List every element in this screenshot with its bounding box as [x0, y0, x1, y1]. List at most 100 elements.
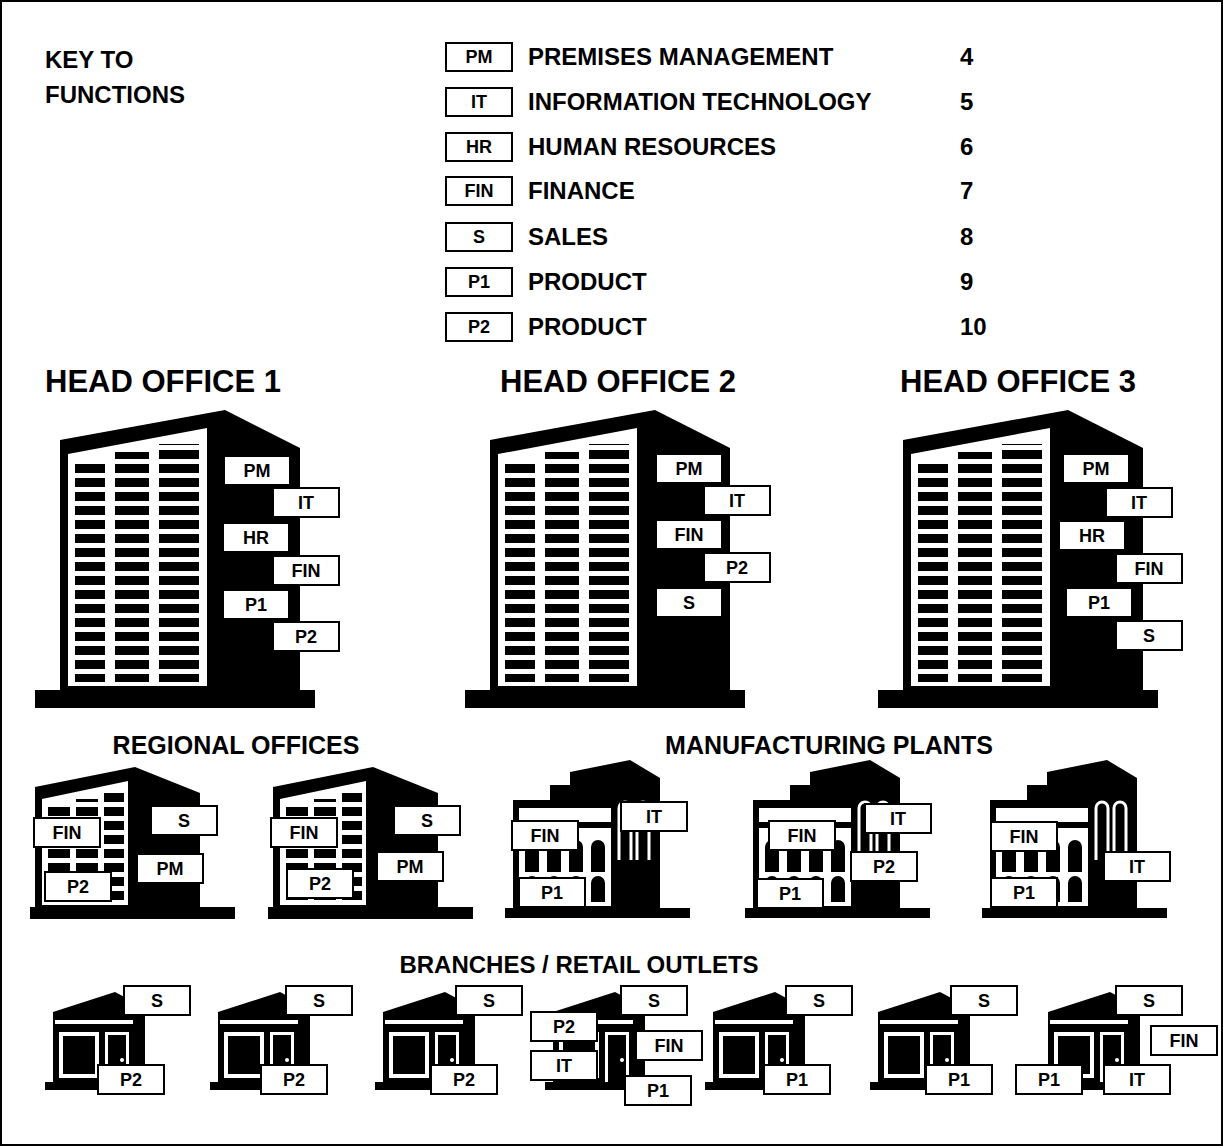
- function-code: S: [648, 991, 660, 1011]
- function-tag: IT: [620, 801, 688, 832]
- function-tag: FIN: [270, 817, 338, 848]
- function-code: P2: [120, 1070, 142, 1090]
- function-name: INFORMATION TECHNOLOGY: [528, 87, 872, 117]
- function-tag: S: [1115, 985, 1183, 1016]
- function-tag: S: [150, 805, 218, 836]
- function-code: IT: [556, 1056, 572, 1076]
- function-code: P2: [67, 877, 89, 897]
- regional-office-building: [30, 767, 235, 919]
- function-code: PM: [157, 859, 184, 879]
- label-slot: 5: [960, 87, 973, 117]
- function-code: FIN: [531, 826, 560, 846]
- group-heading: MANUFACTURING PLANTS: [665, 731, 993, 760]
- function-tag: S: [950, 985, 1018, 1016]
- head-office: PMIT FIN P2S HEAD OFFICE 2: [460, 362, 780, 712]
- function-number: 10: [960, 312, 987, 342]
- function-tag: IT: [272, 487, 340, 518]
- function-tag: IT: [530, 1050, 598, 1081]
- function-tag: P1: [763, 1064, 831, 1095]
- site-group: FINITP1FINITP2P1FINITP1MANUFACTURING PLA…: [500, 728, 1200, 923]
- function-code: FIN: [1010, 827, 1039, 847]
- head-office: PMITHRFINP1P2HEAD OFFICE 1: [30, 362, 350, 712]
- key-code-box: HR: [445, 132, 513, 162]
- function-code: S: [313, 991, 325, 1011]
- function-tag: P1: [624, 1075, 692, 1106]
- function-tag: P2: [286, 868, 354, 899]
- function-code: FIN: [675, 525, 704, 545]
- function-tag: PM: [376, 851, 444, 882]
- office-heading: HEAD OFFICE 1: [45, 364, 281, 400]
- function-code: P2: [295, 627, 317, 647]
- key-code-box: PM: [445, 42, 513, 72]
- label-slot: 7: [960, 176, 973, 206]
- manufacturing-plant-building: [745, 760, 930, 918]
- office-heading: HEAD OFFICE 2: [500, 364, 736, 400]
- function-code: PM: [244, 461, 271, 481]
- function-name: PRODUCT: [528, 267, 647, 297]
- function-code: P1: [647, 1081, 669, 1101]
- key-code-box: IT: [445, 87, 513, 117]
- function-number: 8: [960, 222, 973, 252]
- function-code: PM: [397, 857, 424, 877]
- function-tag: IT: [864, 803, 932, 834]
- function-name: PREMISES MANAGEMENT: [528, 42, 833, 72]
- function-code: S: [1143, 991, 1155, 1011]
- function-tag: P2: [850, 851, 918, 882]
- function-tag: IT: [703, 485, 771, 516]
- function-number: 6: [960, 132, 973, 162]
- label-slot: 8: [960, 222, 973, 252]
- function-tag: HR: [1058, 520, 1126, 551]
- function-code: P1: [786, 1070, 808, 1090]
- function-code: IT: [298, 493, 314, 513]
- key-code-box: P1: [445, 267, 513, 297]
- group-heading: BRANCHES / RETAIL OUTLETS: [399, 951, 758, 979]
- function-name: PRODUCT: [528, 312, 647, 342]
- label-slot: INFORMATION TECHNOLOGY: [528, 87, 872, 117]
- manufacturing-plant-building: [982, 760, 1167, 918]
- function-tag: FIN: [1150, 1025, 1218, 1056]
- function-code: PM: [1083, 459, 1110, 479]
- function-tag: IT: [1103, 1064, 1171, 1095]
- function-tag: FIN: [1115, 553, 1183, 584]
- function-name: FINANCE: [528, 176, 635, 206]
- function-name: SALES: [528, 222, 608, 252]
- head-office: PMITHRFINP1SHEAD OFFICE 3: [873, 362, 1193, 712]
- manufacturing-plant-building: [505, 760, 690, 918]
- function-tag: S: [123, 985, 191, 1016]
- function-tag: FIN: [990, 821, 1058, 852]
- function-tag: FIN: [655, 519, 723, 550]
- function-tag: FIN: [635, 1030, 703, 1061]
- function-tag: S: [655, 587, 723, 618]
- function-code: FIN: [53, 823, 82, 843]
- site-group: SP2SP2SP2SP2FINITP1SP1SP1SFINP1ITBRANCHE…: [25, 948, 1220, 1118]
- function-tag: P1: [990, 877, 1058, 908]
- function-tag: FIN: [272, 555, 340, 586]
- function-code: S: [421, 811, 433, 831]
- label-slot: PREMISES MANAGEMENT: [528, 42, 833, 72]
- function-code: P1: [541, 883, 563, 903]
- function-code: PM: [676, 459, 703, 479]
- function-code: P2: [726, 558, 748, 578]
- function-code: FIN: [1170, 1031, 1199, 1051]
- function-code: P2: [468, 317, 490, 337]
- label-slot: KEY TO FUNCTIONS: [45, 42, 185, 112]
- function-tag: PM: [136, 853, 204, 884]
- function-code: S: [483, 991, 495, 1011]
- label-slot: 9: [960, 267, 973, 297]
- function-tag: P2: [272, 621, 340, 652]
- function-tag: P1: [1065, 587, 1133, 618]
- function-code: FIN: [788, 826, 817, 846]
- function-number: 5: [960, 87, 973, 117]
- label-slot: PRODUCT: [528, 267, 647, 297]
- function-tag: P1: [925, 1064, 993, 1095]
- function-code: S: [978, 991, 990, 1011]
- function-tag: S: [455, 985, 523, 1016]
- function-tag: IT: [1105, 487, 1173, 518]
- function-number: 9: [960, 267, 973, 297]
- function-code: IT: [1131, 493, 1147, 513]
- key-code-box: P2: [445, 312, 513, 342]
- function-code: P1: [245, 595, 267, 615]
- function-code: S: [151, 991, 163, 1011]
- function-tag: P2: [97, 1064, 165, 1095]
